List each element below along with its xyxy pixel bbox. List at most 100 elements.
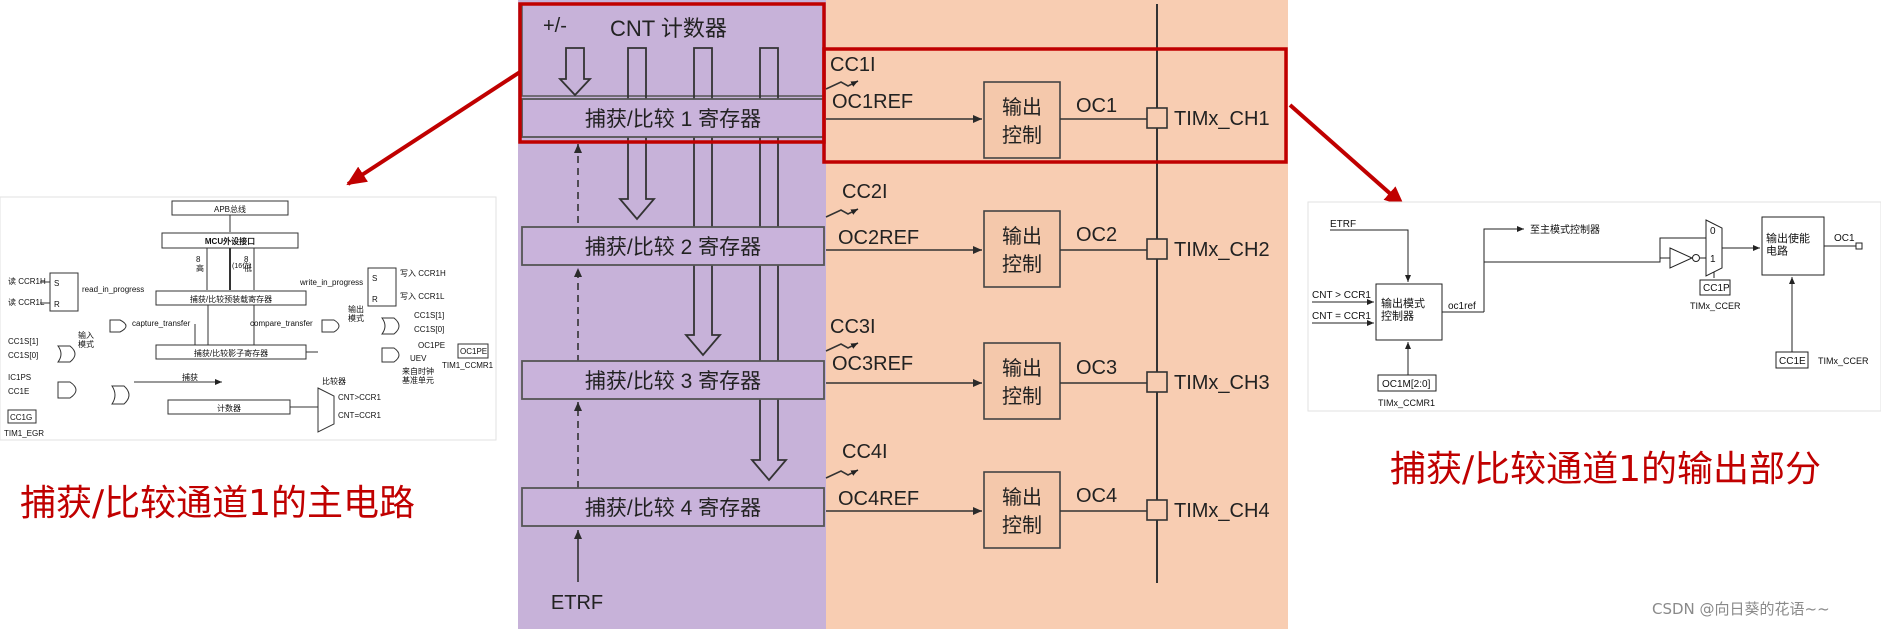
cc4i-label: CC4I bbox=[842, 441, 888, 463]
right-caption: 捕获/比较通道1的输出部分 bbox=[1390, 449, 1822, 490]
inverter-bubble bbox=[1692, 254, 1700, 262]
cc1e-box bbox=[1775, 351, 1809, 369]
cnt-gt-small: CNT>CCR1 bbox=[338, 393, 381, 402]
bus16-label: (16位) bbox=[232, 261, 251, 270]
cc1s0-right: CC1S[0] bbox=[414, 325, 444, 334]
purple-panel bbox=[518, 0, 826, 629]
input-mode: 输入模式 bbox=[78, 330, 94, 349]
cc3i-label: CC3I bbox=[830, 316, 876, 338]
and-gate-cc1e bbox=[57, 381, 77, 399]
ic1ps-label: IC1PS bbox=[8, 373, 31, 382]
pin-1-label: TIMx_CH1 bbox=[1174, 108, 1270, 130]
from-timebase: 来自时钟基准单元 bbox=[402, 366, 434, 385]
pin-2-label: TIMx_CH2 bbox=[1174, 239, 1270, 261]
tim1-egr: TIM1_EGR bbox=[4, 429, 44, 438]
watermark: CSDN @向日葵的花语~~ bbox=[1652, 600, 1830, 618]
ccr4-register bbox=[521, 487, 825, 527]
write-ccr1h: 写入 CCR1H bbox=[400, 269, 446, 278]
tim1-ccmr1: TIM1_CCMR1 bbox=[442, 361, 494, 370]
output-control-3 bbox=[983, 342, 1061, 420]
and-gate-compare bbox=[321, 319, 340, 333]
output-control-2-line2: 控制 bbox=[1002, 253, 1042, 276]
mcu-label: MCU外设接口 bbox=[205, 236, 255, 246]
read-ccr1l: 读 CCR1L bbox=[8, 297, 45, 307]
sr-left bbox=[49, 272, 79, 312]
and-gate-capture bbox=[109, 319, 127, 333]
or-gate-right bbox=[381, 317, 400, 335]
pin-4-label: TIMx_CH4 bbox=[1174, 500, 1270, 522]
counter-sign: +/- bbox=[543, 15, 567, 37]
ccr2-register bbox=[521, 226, 825, 266]
comparator-label: 比较器 bbox=[322, 376, 346, 386]
pin-3-label: TIMx_CH3 bbox=[1174, 372, 1270, 394]
capture-transfer: capture_transfer bbox=[132, 319, 191, 328]
tim-ccmr1-label: TIMx_CCMR1 bbox=[1378, 398, 1435, 408]
cc1s0-left: CC1S[0] bbox=[8, 351, 38, 360]
sr-right-r: R bbox=[372, 295, 378, 304]
sr-right-s: S bbox=[372, 274, 377, 283]
to-master-line bbox=[1483, 226, 1524, 312]
read-ccr1h: 读 CCR1H bbox=[8, 276, 46, 286]
oc3-label: OC3 bbox=[1076, 357, 1117, 379]
right-card bbox=[1307, 201, 1881, 412]
output-control-4-line2: 控制 bbox=[1002, 514, 1042, 537]
oc1m-box bbox=[1377, 374, 1437, 392]
output-control-1-line1: 输出 bbox=[1002, 96, 1042, 119]
output-mode: 输出模式 bbox=[348, 304, 364, 323]
counter-small-label: 计数器 bbox=[217, 403, 241, 413]
pin-4-square bbox=[1146, 499, 1168, 521]
etrf-line bbox=[1330, 229, 1411, 282]
ccr2-register-label: 捕获/比较 2 寄存器 bbox=[585, 236, 761, 259]
preload-box bbox=[155, 290, 307, 306]
cc1s1-left: CC1S[1] bbox=[8, 337, 38, 346]
or-gate-mode bbox=[57, 345, 76, 363]
counter-label: CNT 计数器 bbox=[610, 16, 727, 41]
cc1e-label: CC1E bbox=[8, 387, 29, 396]
oc4ref-label: OC4REF bbox=[838, 488, 919, 510]
sr-right bbox=[367, 267, 397, 307]
output-control-4 bbox=[983, 471, 1061, 549]
oc2-label: OC2 bbox=[1076, 224, 1117, 246]
oc4-label: OC4 bbox=[1076, 485, 1117, 507]
sr-left-r: R bbox=[54, 300, 60, 309]
out-enable-label: 输出使能电路 bbox=[1766, 231, 1810, 258]
oc1pe-label: OC1PE bbox=[418, 341, 445, 350]
pin-2-square bbox=[1146, 238, 1168, 260]
cc1p-label: CC1P bbox=[1703, 283, 1730, 294]
cc1i-label: CC1I bbox=[830, 54, 876, 76]
left-caption: 捕获/比较通道1的主电路 bbox=[20, 483, 416, 524]
oc1pe-box-label: OC1PE bbox=[460, 347, 487, 356]
channel-4: 捕获/比较 4 寄存器 CC4I OC4REF 输出 控制 OC4 TIMx_C… bbox=[521, 441, 1270, 549]
oc1-pin bbox=[1855, 242, 1863, 250]
oc3ref-label: OC3REF bbox=[832, 353, 913, 375]
cnt-eq-small: CNT=CCR1 bbox=[338, 411, 381, 420]
mux-in0-line bbox=[1484, 237, 1706, 263]
comparator-shape bbox=[317, 387, 335, 433]
hollow-arrow-ch1 bbox=[557, 47, 593, 97]
highlight-output-part bbox=[822, 47, 1288, 164]
channel-2: 捕获/比较 2 寄存器 CC2I OC2REF 输出 控制 OC2 TIMx_C… bbox=[521, 181, 1270, 288]
channel-1: 捕获/比较 1 寄存器 CC1I OC1REF 输出 控制 OC1 TIMx_C… bbox=[521, 54, 1270, 159]
ccr1-register bbox=[521, 98, 825, 138]
cc1e-small: CC1E bbox=[1779, 356, 1806, 367]
omc-label: 输出模式控制器 bbox=[1381, 296, 1425, 323]
mux-shape bbox=[1705, 219, 1723, 277]
oc1ref-small: oc1ref bbox=[1448, 301, 1476, 312]
cnt-eq-right: CNT = CCR1 bbox=[1312, 311, 1371, 322]
cc1i-flag-icon bbox=[825, 80, 859, 90]
ccr1-register-label: 捕获/比较 1 寄存器 bbox=[585, 108, 761, 131]
output-control-1 bbox=[983, 81, 1061, 159]
write-ccr1l: 写入 CCR1L bbox=[400, 292, 445, 301]
and-gate-uev bbox=[381, 347, 400, 363]
apb-label: APB总线 bbox=[214, 204, 246, 214]
oc1ref-label: OC1REF bbox=[832, 91, 913, 113]
pin-1-square bbox=[1146, 107, 1168, 129]
inverter-triangle bbox=[1669, 247, 1694, 269]
tim-ccer2-label: TIMx_CCER bbox=[1818, 356, 1869, 366]
cc4i-flag-icon bbox=[825, 469, 859, 479]
mux-1: 1 bbox=[1710, 254, 1716, 265]
